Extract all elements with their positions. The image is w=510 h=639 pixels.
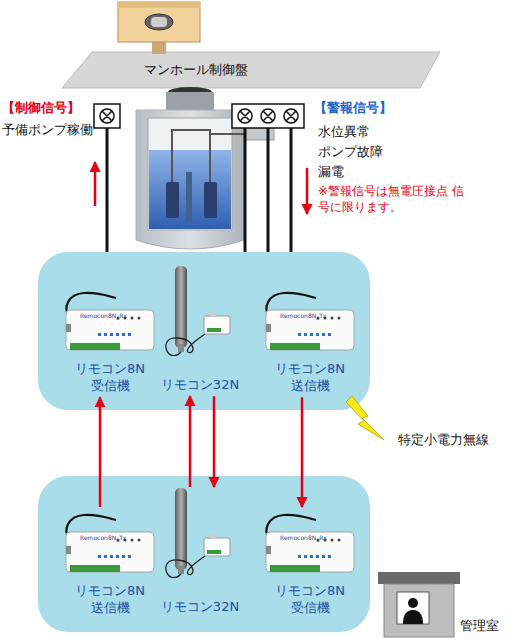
- illustration-part: [166, 92, 214, 110]
- illustration-part: [151, 17, 167, 27]
- remocon-32n: リモコン32N: [158, 490, 242, 615]
- illustration-part: [166, 488, 230, 578]
- remocon-8n-receiver: Remocon8N_Rxリモコン8N 受信機: [258, 510, 362, 616]
- illustration-part: [378, 572, 460, 584]
- illustration-part: [102, 111, 296, 121]
- remocon-8n-transmitter: Remocon8N_Txリモコン8N 送信機: [258, 288, 362, 394]
- illustration-part: [94, 162, 97, 206]
- illustration-part: [306, 168, 309, 214]
- illustration-part: [244, 128, 247, 254]
- illustration-part: [136, 110, 244, 249]
- manhole-slab: マンホール制御盤: [62, 52, 440, 88]
- illustration-part: [149, 150, 231, 229]
- device-caption: リモコン8N 送信機: [70, 510, 150, 616]
- illustration-part: [38, 252, 370, 410]
- device-model-label: Remocon8N_Tx: [80, 535, 126, 541]
- illustration-part: [403, 610, 423, 624]
- signal-name: 漏電: [318, 164, 344, 181]
- illustration-part: [118, 2, 200, 42]
- remocon-8n-transmitter: Remocon8N_Txリモコン8N 送信機: [58, 510, 162, 616]
- device-caption: リモコン8N 送信機: [270, 288, 350, 394]
- illustration-part: [166, 182, 179, 218]
- illustration-part: [290, 128, 293, 254]
- illustration-part: [66, 515, 154, 572]
- illustration-part: [145, 14, 173, 30]
- signal-name: 水位異常: [318, 124, 370, 141]
- illustration-part: [186, 172, 192, 222]
- illustration-part: [267, 128, 270, 254]
- illustration-part: [384, 584, 454, 637]
- signal-heading: 【制御信号】: [2, 100, 80, 117]
- wireless-arrow: [99, 397, 102, 507]
- illustration-part: [166, 266, 230, 356]
- illustration-part: [266, 515, 354, 572]
- illustration-part: [204, 182, 217, 218]
- illustration-part: [62, 52, 440, 88]
- control-room: 管理室: [376, 570, 506, 637]
- room-label: 管理室: [460, 617, 499, 635]
- illustration-part: [38, 476, 370, 632]
- device-caption: リモコン8N 受信機: [270, 510, 350, 616]
- illustration-part: [118, 2, 200, 8]
- wireless-label: 特定小電力無線: [398, 432, 489, 449]
- remocon-32n: リモコン32N: [158, 268, 242, 393]
- wireless-arrow: [301, 397, 304, 507]
- signal-heading: 【警報信号】: [314, 100, 392, 117]
- device-caption: リモコン32N: [158, 268, 242, 393]
- illustration-part: [94, 104, 304, 128]
- device-model-label: Remocon8N_Rx: [80, 313, 127, 319]
- illustration-part: [95, 162, 307, 214]
- panel-label: マンホール制御盤: [62, 52, 440, 79]
- device-caption: リモコン32N: [158, 490, 242, 615]
- illustration-part: [107, 128, 291, 254]
- illustration-part: [172, 130, 245, 182]
- signal-name: 予備ポンプ稼働: [2, 122, 93, 139]
- illustration-part: [408, 598, 418, 608]
- wireless-arrow: [189, 396, 192, 487]
- note: ※警報信号は無電圧接点 信号に限ります。: [318, 184, 468, 215]
- illustration-part: [346, 396, 384, 440]
- illustration-part: [106, 128, 109, 254]
- device-model-label: Remocon8N_Rx: [280, 535, 327, 541]
- wireless-arrow: [213, 396, 216, 487]
- signal-name: ポンプ故障: [318, 144, 383, 161]
- remocon-8n-receiver: Remocon8N_Rxリモコン8N 受信機: [58, 288, 162, 394]
- device-caption: リモコン8N 受信機: [70, 288, 150, 394]
- device-model-label: Remocon8N_Tx: [280, 313, 326, 319]
- illustration-part: [66, 293, 154, 350]
- illustration-part: [397, 592, 429, 624]
- illustration-part: [266, 293, 354, 350]
